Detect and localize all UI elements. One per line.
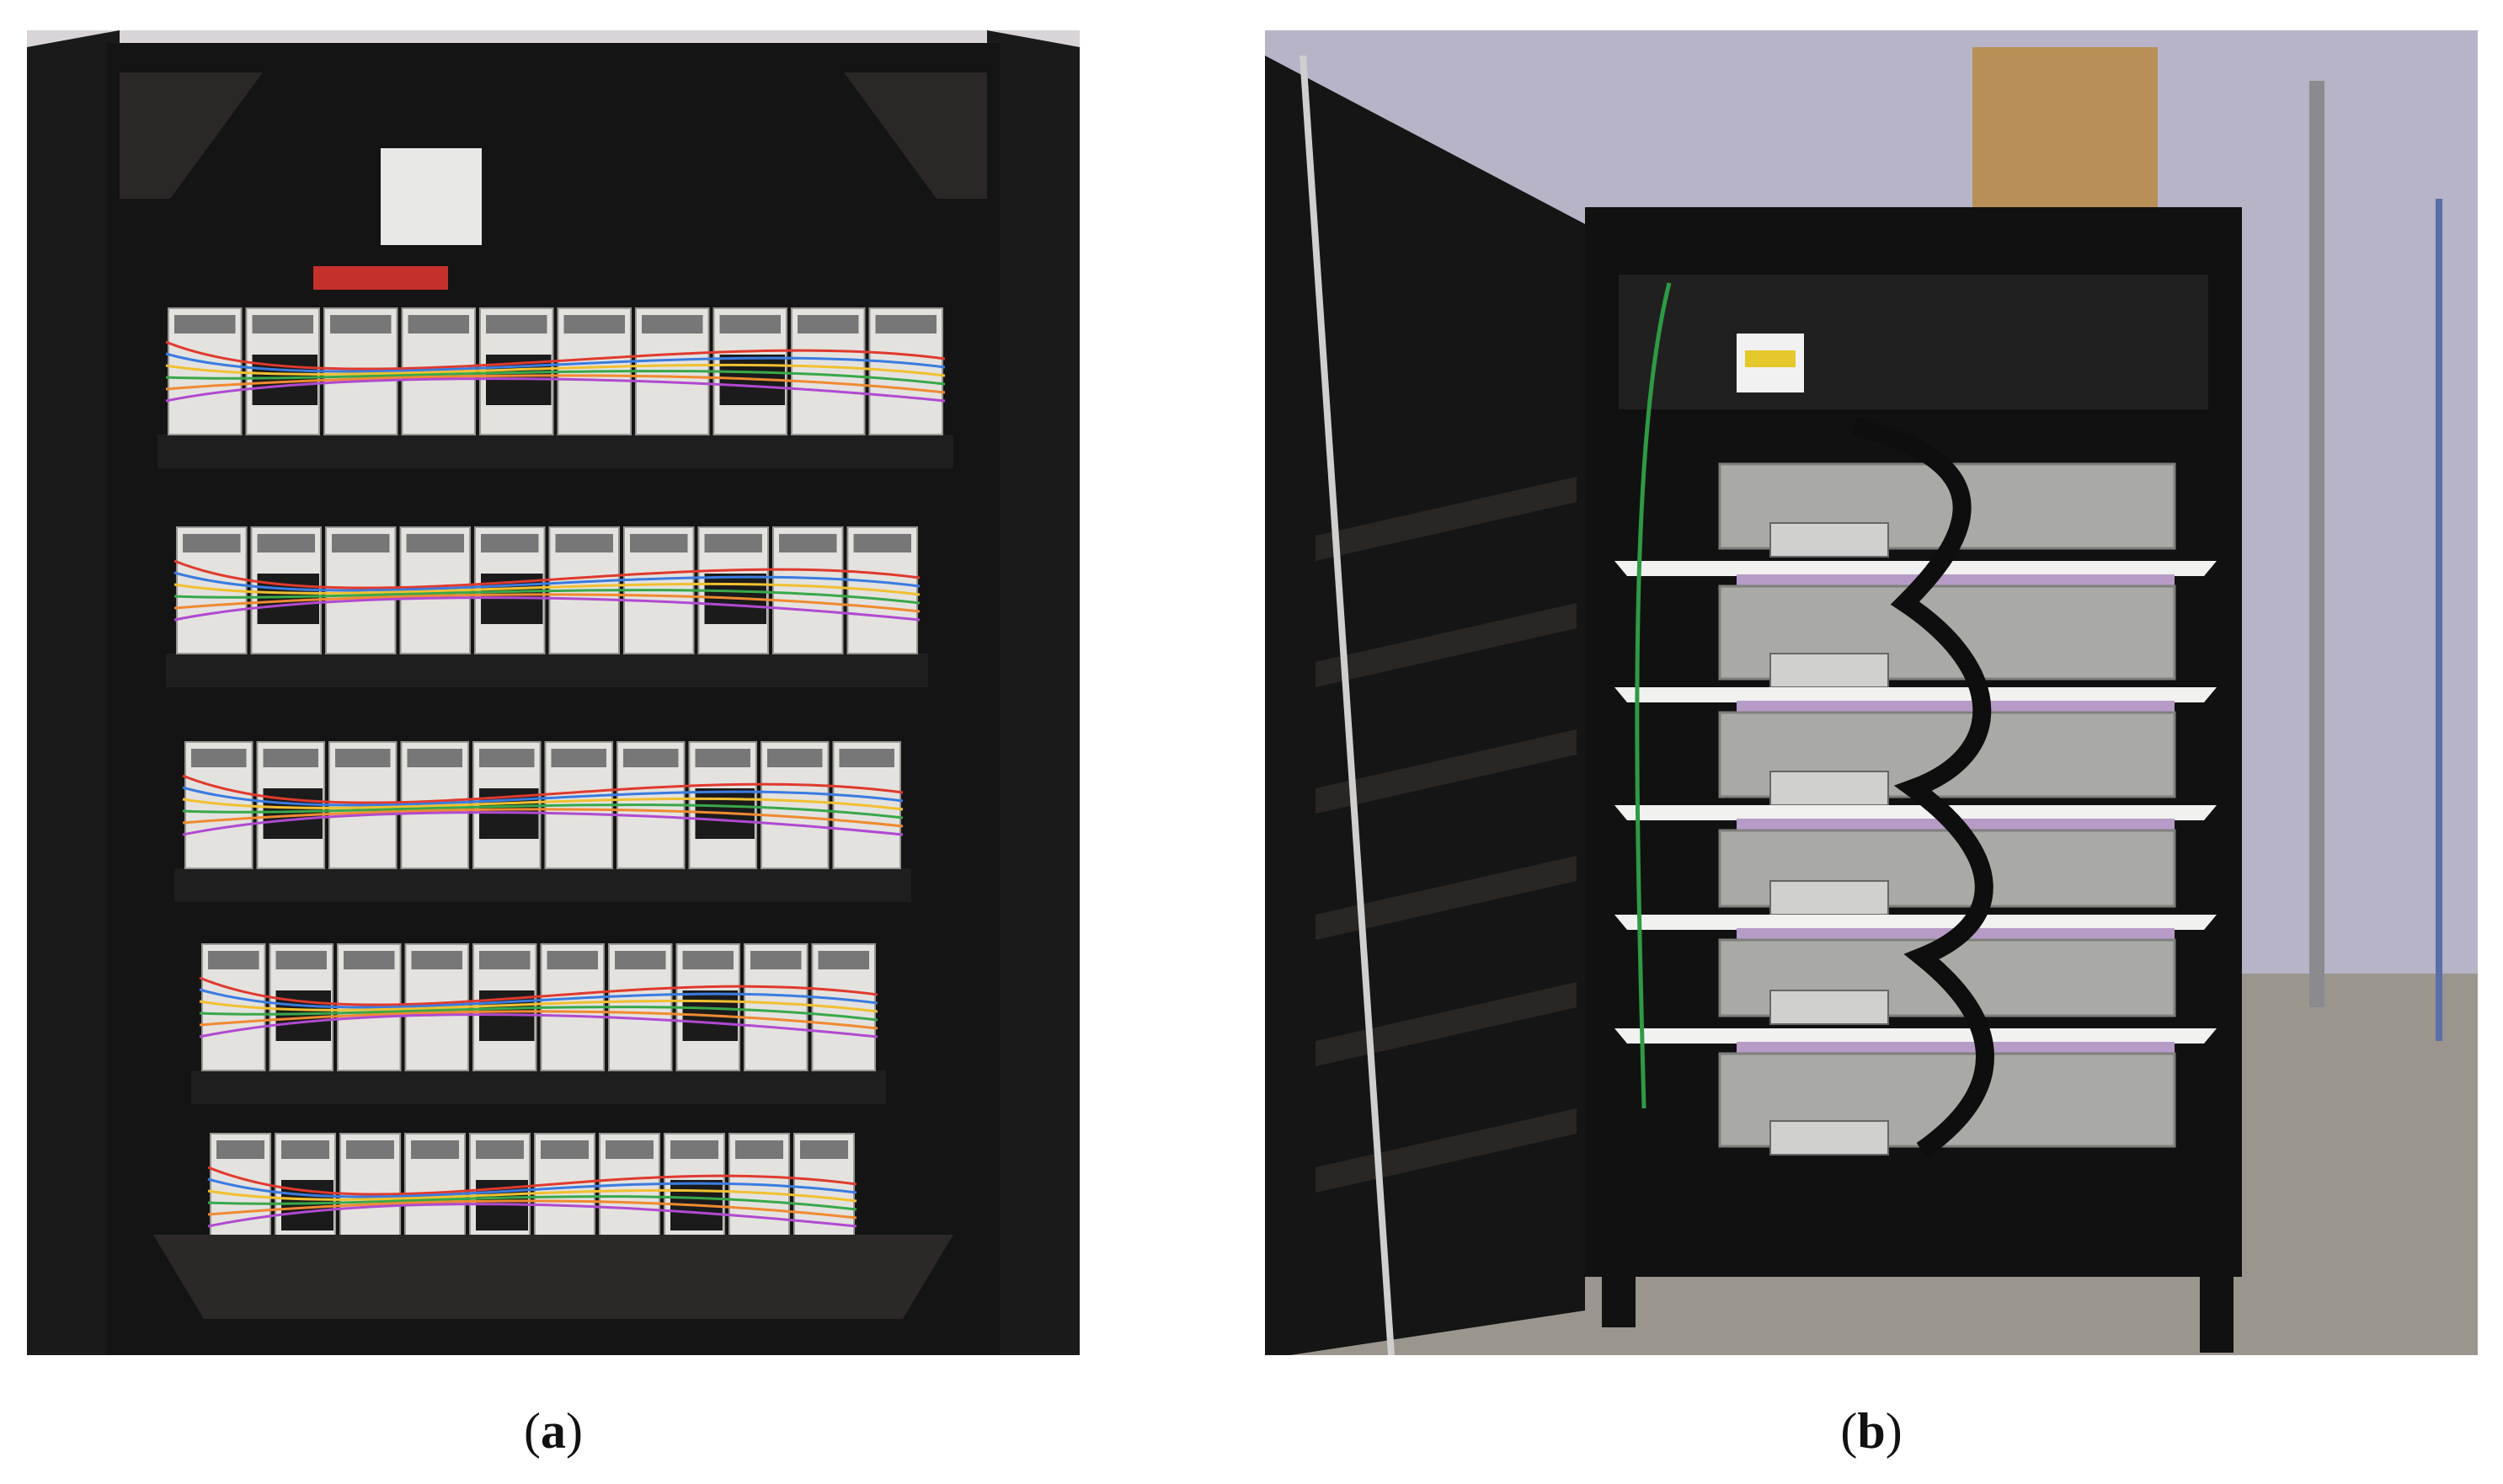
door-rail bbox=[1316, 982, 1577, 1066]
open-door bbox=[1265, 56, 1585, 1355]
caption-a: (a) bbox=[524, 1403, 583, 1459]
photo-panel-a bbox=[27, 30, 1080, 1355]
shelf bbox=[1614, 687, 2217, 702]
breaker-box bbox=[381, 148, 482, 245]
battery-module bbox=[1614, 805, 2217, 915]
caption-b-letter: b bbox=[1857, 1403, 1886, 1459]
shelf bbox=[1614, 561, 2217, 576]
photo-battery-cabinet-side bbox=[1265, 30, 2478, 1355]
caption-b: (b) bbox=[1840, 1403, 1903, 1459]
door-rail bbox=[1316, 477, 1577, 561]
door-rail bbox=[1316, 603, 1577, 687]
cardboard-box bbox=[1972, 47, 2158, 207]
shelf bbox=[1614, 805, 2217, 820]
door-rail bbox=[1316, 729, 1577, 814]
battery-row bbox=[157, 307, 953, 468]
control-tray bbox=[1619, 275, 2208, 409]
left-door bbox=[27, 30, 120, 1355]
right-door bbox=[987, 30, 1080, 1355]
battery-row bbox=[166, 526, 928, 687]
battery-module bbox=[1614, 687, 2217, 806]
shelf bbox=[1614, 1028, 2217, 1044]
caption-a-letter: a bbox=[541, 1403, 566, 1459]
battery-row bbox=[191, 943, 886, 1104]
shelf bbox=[1614, 915, 2217, 930]
photo-battery-cabinet-front bbox=[27, 30, 1080, 1355]
red-fuse bbox=[313, 266, 448, 290]
battery-row bbox=[174, 741, 911, 902]
door-rail bbox=[1316, 856, 1577, 940]
photo-panel-b bbox=[1265, 30, 2478, 1355]
